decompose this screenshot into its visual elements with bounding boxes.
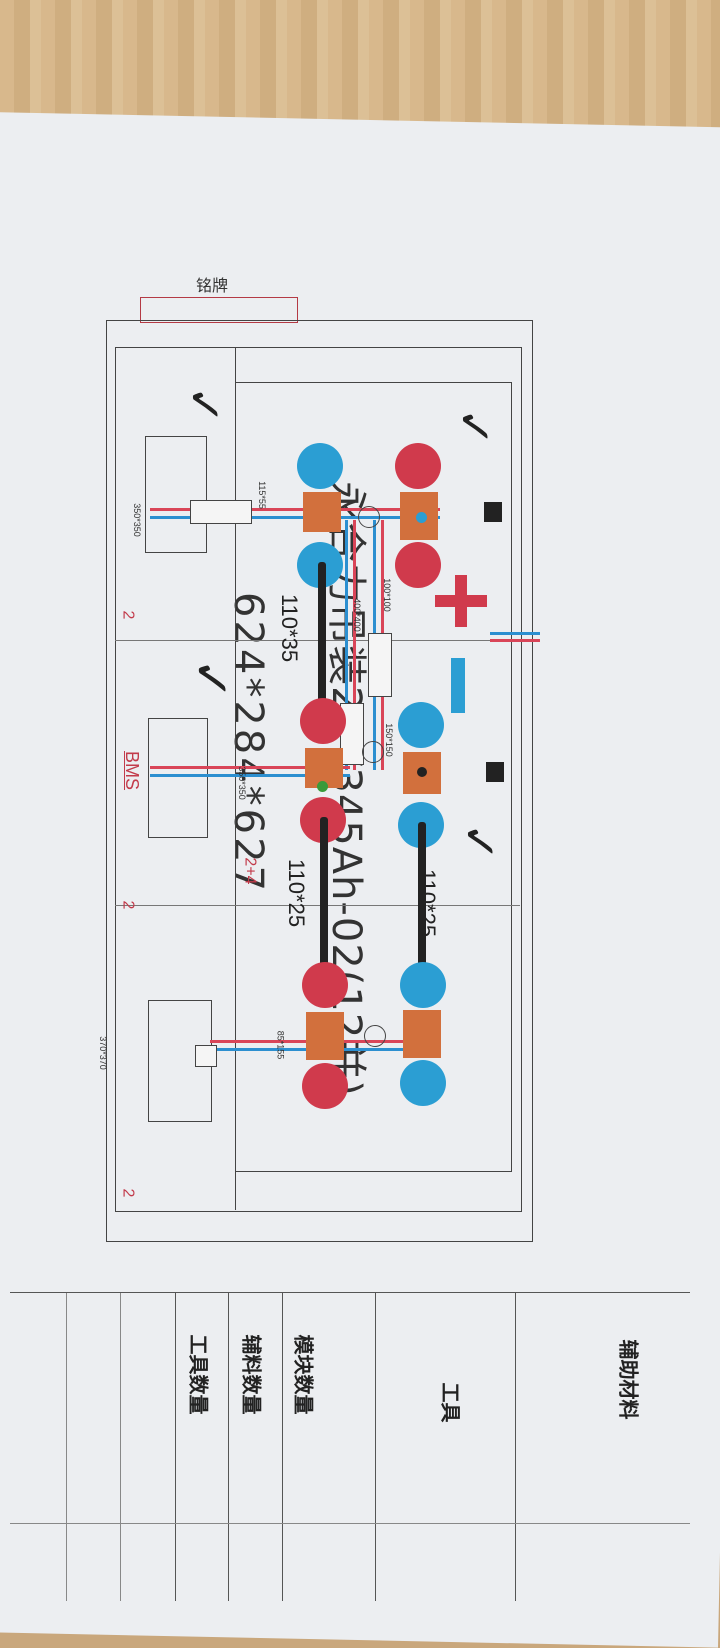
wire-blue-2: [345, 520, 348, 770]
cell-blue: [297, 443, 343, 489]
label-350x350-mid: 350*350: [236, 766, 247, 800]
label-110x25-left: 110*25: [284, 858, 310, 928]
hole-3: [364, 1025, 386, 1047]
cable-marker: [490, 632, 540, 648]
enclosure-inner: [115, 347, 522, 1212]
wood-background: [0, 0, 720, 130]
check-mark-3: ✓: [448, 407, 501, 447]
minus-sign: [451, 658, 465, 713]
wire-red-1: [150, 508, 440, 511]
label-85x155: 85*155: [275, 1030, 286, 1060]
label-100x100: 100*100: [381, 578, 392, 612]
busbar-block: [306, 1012, 344, 1060]
indicator-green: [317, 781, 328, 792]
connector-2: [368, 633, 392, 697]
cell-red: [395, 542, 441, 588]
enclosure-outer: [106, 320, 533, 1242]
cell-blue: [400, 962, 446, 1008]
table-row-tool-count: 工具数量: [186, 1334, 209, 1415]
hole-1: [358, 506, 380, 528]
busbar-block: [403, 1010, 441, 1058]
cell-red: [395, 443, 441, 489]
indicator-blue: [416, 512, 427, 523]
wire-blue-1: [150, 516, 440, 519]
wire-red-4: [150, 766, 350, 769]
cell-red: [302, 1063, 348, 1109]
busbar-110x25: [418, 822, 426, 987]
busbar-110x35: [318, 562, 326, 722]
marker-top: [484, 502, 502, 522]
component-box-mid: [148, 718, 208, 838]
busbar-block: [303, 492, 341, 532]
plus-sign: [435, 575, 487, 627]
busbar-110x25: [320, 817, 328, 982]
cell-blue: [398, 702, 444, 748]
table-header-aux-materials: 辅助材料: [616, 1339, 639, 1420]
check-mark-1: ✓: [178, 385, 231, 425]
label-115x55: 115*55: [256, 481, 267, 509]
nameplate-box: [140, 297, 298, 323]
table-row-module-count: 模块数量: [291, 1334, 314, 1415]
label-400x400: 400*400: [351, 598, 362, 632]
component-box-top: [145, 436, 207, 553]
check-mark-4: ✓: [453, 822, 506, 862]
label-150x150: 150*150: [383, 723, 394, 757]
count-label-2: 2: [119, 900, 137, 910]
cell-blue: [400, 1060, 446, 1106]
cell-red: [302, 962, 348, 1008]
hole-2: [362, 741, 384, 763]
count-label-1: 2: [119, 610, 137, 620]
table-header-tools: 工具: [438, 1382, 461, 1423]
wire-red-2: [353, 520, 356, 770]
marker-mid: [486, 762, 504, 782]
label-110x35: 110*35: [277, 593, 303, 663]
connector-1: [190, 500, 252, 524]
connector-3: [340, 703, 364, 765]
count-label-3: 2: [119, 1188, 137, 1198]
left-strip-divider: [115, 347, 236, 1210]
nameplate-label: 铭牌: [196, 278, 229, 295]
label-350x350-top: 350*350: [131, 503, 142, 537]
cell-red: [300, 698, 346, 744]
table-row-aux-count: 辅料数量: [239, 1334, 262, 1415]
label-370x370: 370*370: [97, 1036, 108, 1070]
bottom-table: [10, 1292, 690, 1601]
connector-4: [195, 1045, 217, 1067]
row-divider-1: [115, 640, 520, 641]
wire-blue-4: [150, 774, 350, 777]
check-mark-2: ✓: [182, 658, 239, 700]
combo-label: 2+4: [241, 857, 259, 885]
label-110x25-right: 110*25: [415, 868, 441, 938]
indicator-black: [417, 767, 427, 777]
bms-label: BMS: [122, 750, 143, 791]
row-divider-2: [115, 905, 520, 906]
